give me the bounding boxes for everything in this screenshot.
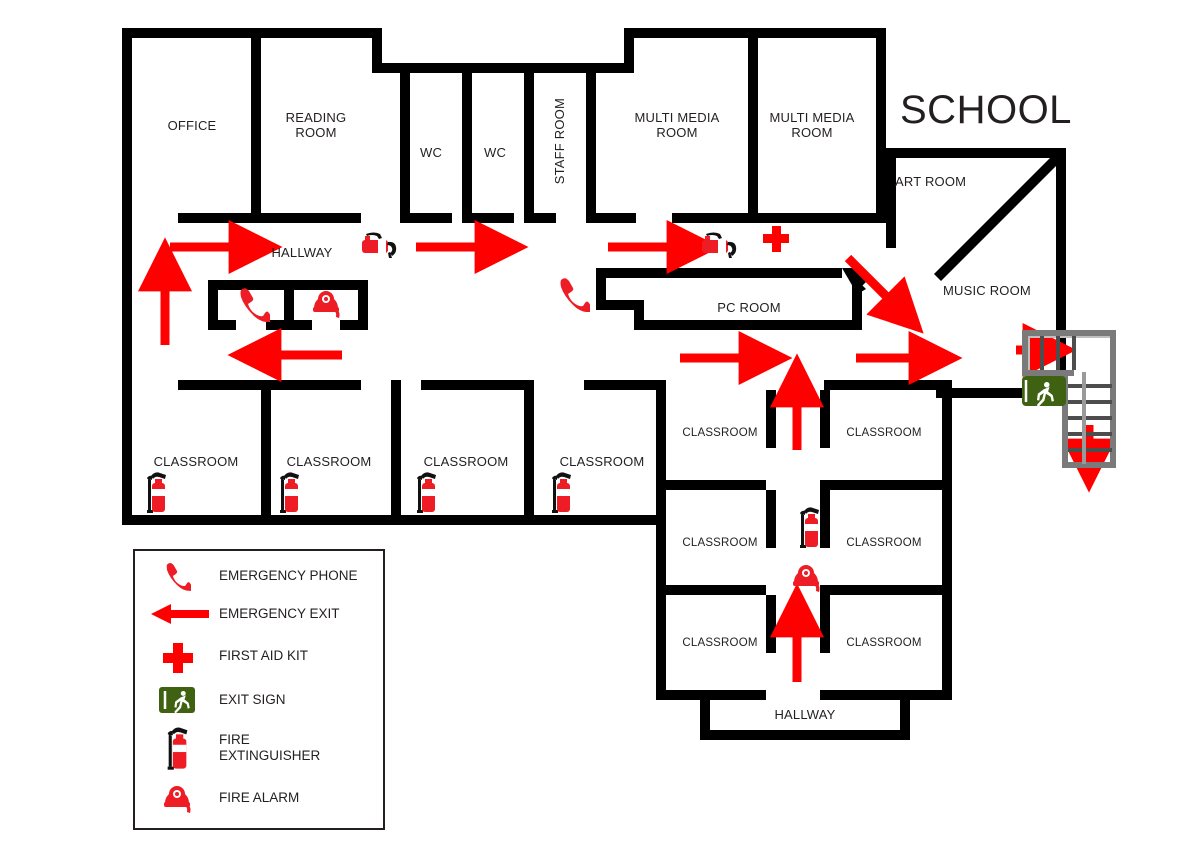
fire-alarm-icon — [161, 783, 195, 820]
emergency-phone-icon — [556, 276, 593, 317]
fire-extinguisher-icon — [143, 470, 169, 525]
evacuation-arrows — [138, 220, 1116, 682]
fire-extinguisher-icon — [360, 232, 404, 263]
legend: EMERGENCY PHONE EMERGENCY EXIT FIRST AID… — [133, 549, 385, 830]
legend-item-emergency-exit: EMERGENCY EXIT — [135, 593, 383, 635]
fire-extinguisher-icon — [413, 470, 439, 525]
fire-alarm-icon — [310, 288, 344, 325]
emergency-exit-arrow-icon — [151, 604, 209, 624]
legend-item-fire-extinguisher: FIRE EXTINGUISHER — [135, 721, 383, 777]
legend-item-fire-alarm: FIRE ALARM — [135, 777, 383, 823]
legend-label-exit-sign: EXIT SIGN — [219, 692, 286, 707]
walls — [122, 28, 1066, 740]
page-title: SCHOOL — [900, 88, 1072, 132]
legend-label-first-aid-kit: FIRST AID KIT — [219, 648, 309, 663]
fire-extinguisher-icon — [548, 470, 574, 525]
legend-item-emergency-phone: EMERGENCY PHONE — [135, 551, 383, 593]
legend-label-fire-extinguisher: FIRE EXTINGUISHER — [219, 732, 321, 763]
fire-extinguisher-icon — [276, 470, 302, 525]
exit-sign-icon — [1022, 376, 1066, 408]
legend-label-fire-alarm: FIRE ALARM — [219, 790, 300, 805]
arrow-diagonal-to-exit — [844, 254, 924, 334]
first-aid-kit-icon — [163, 643, 193, 673]
legend-label-emergency-exit: EMERGENCY EXIT — [219, 606, 340, 621]
fire-extinguisher-icon — [700, 232, 744, 263]
staircase — [1022, 330, 1116, 468]
first-aid-kit-icon — [763, 226, 789, 252]
fire-extinguisher-icon — [163, 725, 191, 782]
legend-item-exit-sign: EXIT SIGN — [135, 679, 383, 721]
legend-label-emergency-phone: EMERGENCY PHONE — [219, 568, 358, 583]
emergency-phone-icon — [163, 561, 194, 596]
fire-alarm-icon — [790, 562, 824, 599]
exit-sign-icon — [159, 687, 195, 714]
emergency-phone-icon — [236, 286, 273, 327]
legend-item-first-aid-kit: FIRST AID KIT — [135, 635, 383, 679]
fire-extinguisher-icon — [796, 505, 822, 560]
